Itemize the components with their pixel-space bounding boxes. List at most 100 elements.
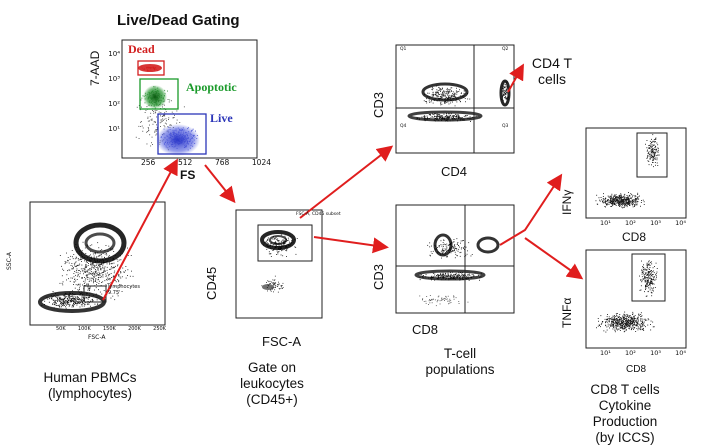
event-dot	[446, 250, 448, 252]
event-dot	[631, 318, 633, 320]
event-dot	[612, 200, 614, 202]
event-dot	[634, 204, 636, 206]
event-dot	[59, 255, 61, 256]
event-dot	[275, 282, 277, 284]
event-dot	[280, 241, 282, 243]
event-dot	[87, 286, 89, 288]
event-dot	[433, 95, 434, 96]
event-dot	[656, 148, 657, 150]
event-dot	[463, 115, 465, 117]
event-dot	[634, 324, 635, 325]
event-dot	[99, 274, 101, 276]
event-dot	[456, 276, 458, 278]
event-dot	[610, 200, 612, 202]
event-dot	[58, 298, 60, 300]
event-dot	[636, 318, 638, 320]
event-dot	[442, 92, 443, 94]
event-dot	[635, 201, 637, 203]
event-dot	[118, 274, 120, 276]
event-dot	[95, 270, 97, 272]
event-dot	[448, 303, 449, 305]
event-dot	[426, 296, 428, 297]
event-dot	[276, 239, 278, 240]
event-dot	[504, 97, 506, 99]
event-dot	[69, 294, 70, 296]
event-dot	[627, 319, 629, 321]
event-dot	[633, 202, 634, 204]
event-dot	[616, 201, 618, 203]
event-dot	[469, 116, 471, 118]
event-dot	[62, 281, 64, 283]
event-dot	[98, 274, 100, 275]
event-dot	[636, 324, 638, 326]
event-dot	[606, 204, 608, 206]
event-dot	[641, 269, 642, 271]
event-dot	[596, 327, 597, 329]
event-dot	[154, 131, 156, 133]
event-dot	[626, 325, 628, 327]
event-dot	[88, 273, 90, 275]
event-dot	[90, 254, 91, 256]
event-dot	[80, 268, 82, 270]
event-dot	[615, 316, 617, 318]
event-dot	[461, 274, 463, 276]
event-dot	[280, 244, 282, 246]
event-dot	[618, 320, 620, 321]
event-dot	[420, 274, 422, 276]
event-dot	[439, 300, 441, 302]
event-dot	[130, 286, 132, 288]
event-dot	[505, 86, 507, 88]
event-dot	[98, 276, 100, 278]
event-dot	[652, 140, 654, 142]
event-dot	[617, 199, 619, 201]
event-dot	[440, 89, 442, 91]
event-dot	[649, 140, 651, 142]
event-dot	[619, 327, 621, 329]
event-dot	[79, 285, 81, 287]
event-dot	[432, 88, 434, 90]
event-dot	[431, 253, 433, 254]
event-dot	[430, 114, 432, 116]
event-dot	[106, 253, 107, 255]
event-dot	[447, 273, 449, 275]
event-dot	[621, 199, 623, 201]
event-dot	[429, 246, 431, 248]
live-dead-y-ticks: 10⁴ 10³ 10² 10¹	[108, 50, 120, 133]
event-dot	[624, 200, 626, 201]
event-dot	[504, 97, 506, 98]
event-dot	[429, 254, 431, 256]
event-dot	[91, 256, 92, 258]
event-dot	[88, 289, 90, 291]
event-dot	[269, 283, 270, 285]
event-dot	[87, 283, 89, 285]
event-dot	[86, 274, 88, 276]
event-dot	[622, 317, 624, 319]
event-dot	[614, 197, 616, 199]
event-dot	[640, 325, 641, 327]
event-dot	[84, 298, 86, 299]
event-dot	[280, 234, 282, 236]
event-dot	[443, 243, 445, 245]
event-dot	[608, 202, 610, 204]
event-dot	[456, 101, 458, 103]
event-dot	[653, 140, 655, 142]
event-dot	[450, 275, 451, 277]
event-dot	[440, 104, 442, 106]
event-dot	[597, 318, 599, 319]
event-dot	[119, 285, 121, 287]
event-dot	[85, 278, 87, 280]
event-dot	[628, 201, 629, 203]
event-dot	[466, 253, 468, 255]
event-dot	[280, 285, 282, 287]
event-dot	[84, 279, 86, 281]
event-dot	[272, 279, 274, 281]
live-dead-x-ticks: 256 512 768 1024	[141, 158, 271, 167]
event-dot	[53, 302, 55, 304]
event-dot	[654, 279, 656, 281]
event-dot	[427, 116, 428, 118]
event-dot	[106, 254, 108, 256]
event-dot	[611, 324, 613, 326]
event-dot	[92, 274, 94, 276]
event-dot	[447, 89, 449, 91]
event-dot	[459, 101, 461, 103]
